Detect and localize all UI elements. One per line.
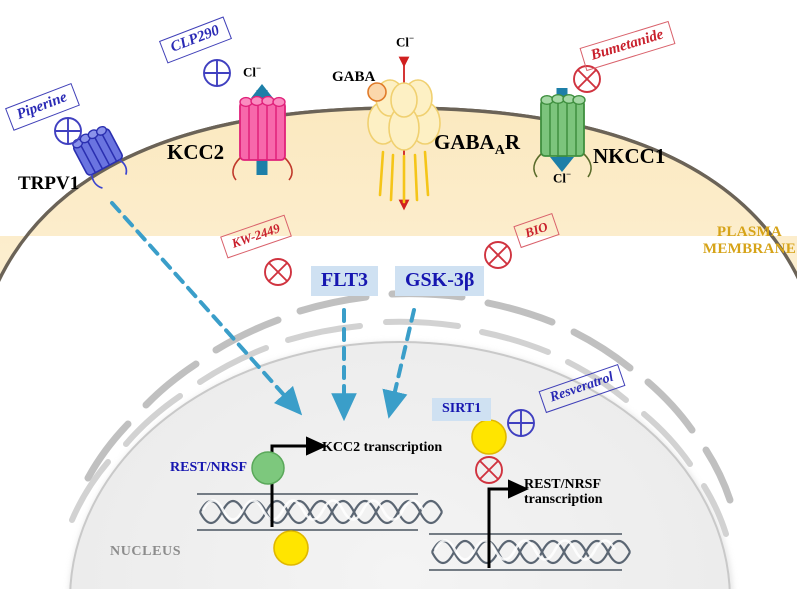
nkcc1-chloride-label: Cl− [553,169,572,186]
kw2449-inhibition-symbol [264,258,292,286]
gabaar-chloride-label: Cl− [396,33,415,50]
sirt1-protein-dot-left [273,530,309,566]
gaba-ligand-label: GABA [332,69,376,85]
kcc2-transcription-label: KCC2 transcription [322,440,443,455]
nucleus [69,290,734,589]
rest-transcription-line2: transcription [524,492,603,508]
plasma-membrane-label-line1: PLASMA [716,224,783,240]
kinase-chip-flt3[interactable]: FLT3 [311,266,379,296]
resveratrol-activation-symbol [507,409,535,437]
signal-arrows [110,201,416,422]
bumetanide-inhibition-symbol [573,65,601,93]
kcc2-transporter [232,84,293,181]
rest-inhibition-symbol [475,456,503,484]
trpv1-channel [72,125,128,189]
nucleus-label: NUCLEUS [110,544,182,559]
piperine-activation-symbol [54,117,82,145]
inhibition-symbols [264,65,601,484]
sirt1-protein-dot-right [471,419,507,455]
bio-inhibition-symbol [484,241,512,269]
nuclear-chip-sirt1[interactable]: SIRT1 [432,398,492,421]
nkcc1-transporter [533,88,592,178]
activation-symbols [54,59,535,437]
trpv1-label: TRPV1 [18,173,80,194]
kcc2-label: KCC2 [167,140,225,164]
gabaa-receptor [367,56,441,211]
trpv1-to-nucleus-arrow [110,201,303,416]
plasma-membrane-label: PLASMA MEMBRANE [702,224,797,258]
dna-strand-kcc2 [197,436,443,566]
kcc2-chloride-label: Cl− [243,63,262,80]
gaba-ligand-dot [367,82,387,102]
gabaa-receptor-label: GABAAR [434,130,520,159]
gsk3b-to-nucleus-arrow [382,308,416,419]
rest-nrsf-protein-dot [251,451,285,485]
kcc2-transcription-arrow [270,436,327,527]
plasma-membrane-label-line2: MEMBRANE [702,240,797,257]
rest-nrsf-label: REST/NRSF [170,460,248,475]
clp290-activation-symbol [203,59,231,87]
dna-strand-rest [429,419,631,571]
rest-transcription-line1: REST/NRSF [524,477,602,492]
nkcc1-label: NKCC1 [593,144,666,168]
rest-transcription-label: REST/NRSF transcription [524,477,603,507]
rest-transcription-arrow [487,479,529,568]
kinase-chip-gsk3b[interactable]: GSK-3β [395,266,485,296]
